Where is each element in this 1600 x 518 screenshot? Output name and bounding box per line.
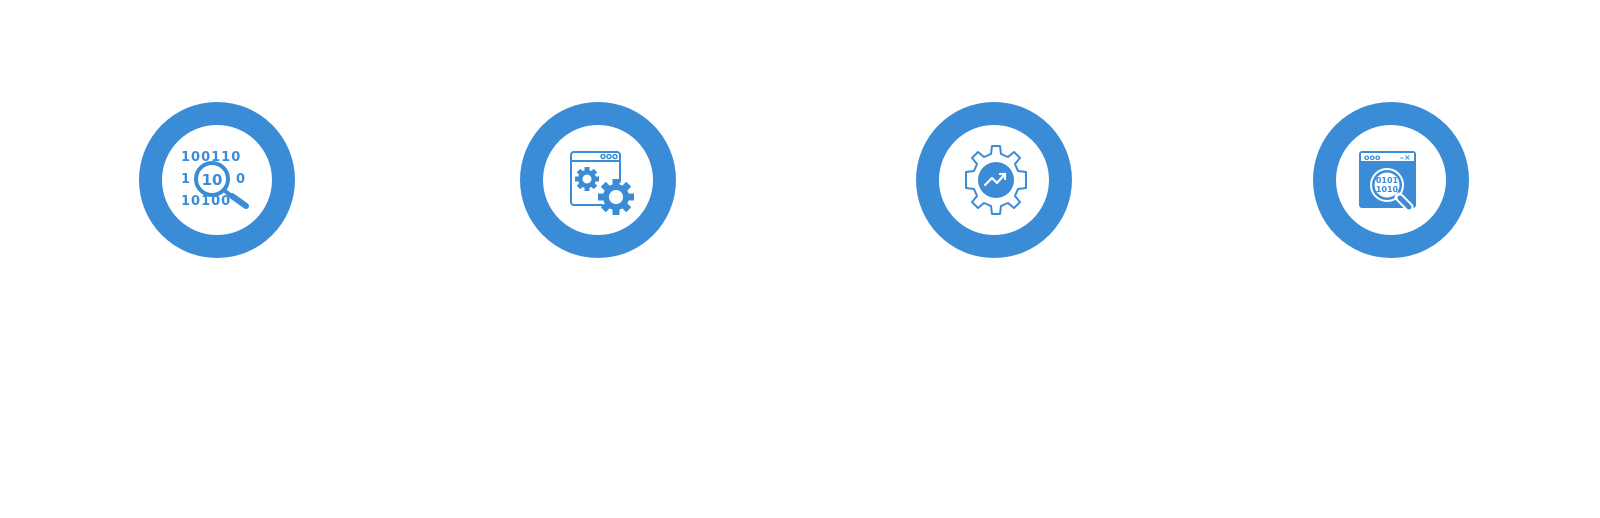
trend-arrow-icon <box>998 172 1007 181</box>
lens-line-1: 0101 <box>1376 176 1399 185</box>
binary-row-mid-right: 0 <box>236 172 245 187</box>
lens-inner <box>1374 172 1400 198</box>
badge-inner <box>543 125 653 235</box>
magnifier-handle <box>1397 195 1412 210</box>
gear-growth-chart-icon <box>965 145 1027 215</box>
performance-badge <box>916 102 1072 258</box>
small-gear-icon <box>575 167 599 191</box>
window-dots-text: ooo <box>1364 153 1381 162</box>
binary-row-bottom: 10100 <box>181 194 231 209</box>
large-gear-icon <box>598 179 634 215</box>
badge-inner: 100110 1 0 10100 10 <box>162 125 272 235</box>
settings-badge <box>520 102 676 258</box>
data-analysis-badge: 100110 1 0 10100 10 <box>139 102 295 258</box>
gear-outline <box>965 145 1027 215</box>
window-dot <box>600 153 606 160</box>
binary-row-top: 100110 <box>181 150 241 165</box>
lens-text: 10 <box>202 171 223 189</box>
magnifier-handle <box>229 193 249 209</box>
badge-inner <box>939 125 1049 235</box>
chart-disc <box>978 162 1014 198</box>
browser-settings-gears-icon <box>570 151 634 215</box>
lens-line-2: 1010 <box>1376 185 1399 194</box>
window-dot <box>606 153 612 160</box>
web-scan-badge: ooo –× 0101 1010 <box>1313 102 1469 258</box>
window-dot <box>612 153 618 160</box>
browser-binary-search-icon: ooo –× 0101 1010 <box>1359 151 1416 212</box>
binary-row-mid-left: 1 <box>181 172 190 187</box>
magnifier-lens <box>194 161 230 197</box>
trend-line-icon <box>983 172 1007 187</box>
binary-data-search-icon: 100110 1 0 10100 10 <box>181 150 249 209</box>
badge-inner: ooo –× 0101 1010 <box>1336 125 1446 235</box>
window-controls-text: –× <box>1400 153 1411 162</box>
browser-titlebar <box>1361 153 1414 161</box>
